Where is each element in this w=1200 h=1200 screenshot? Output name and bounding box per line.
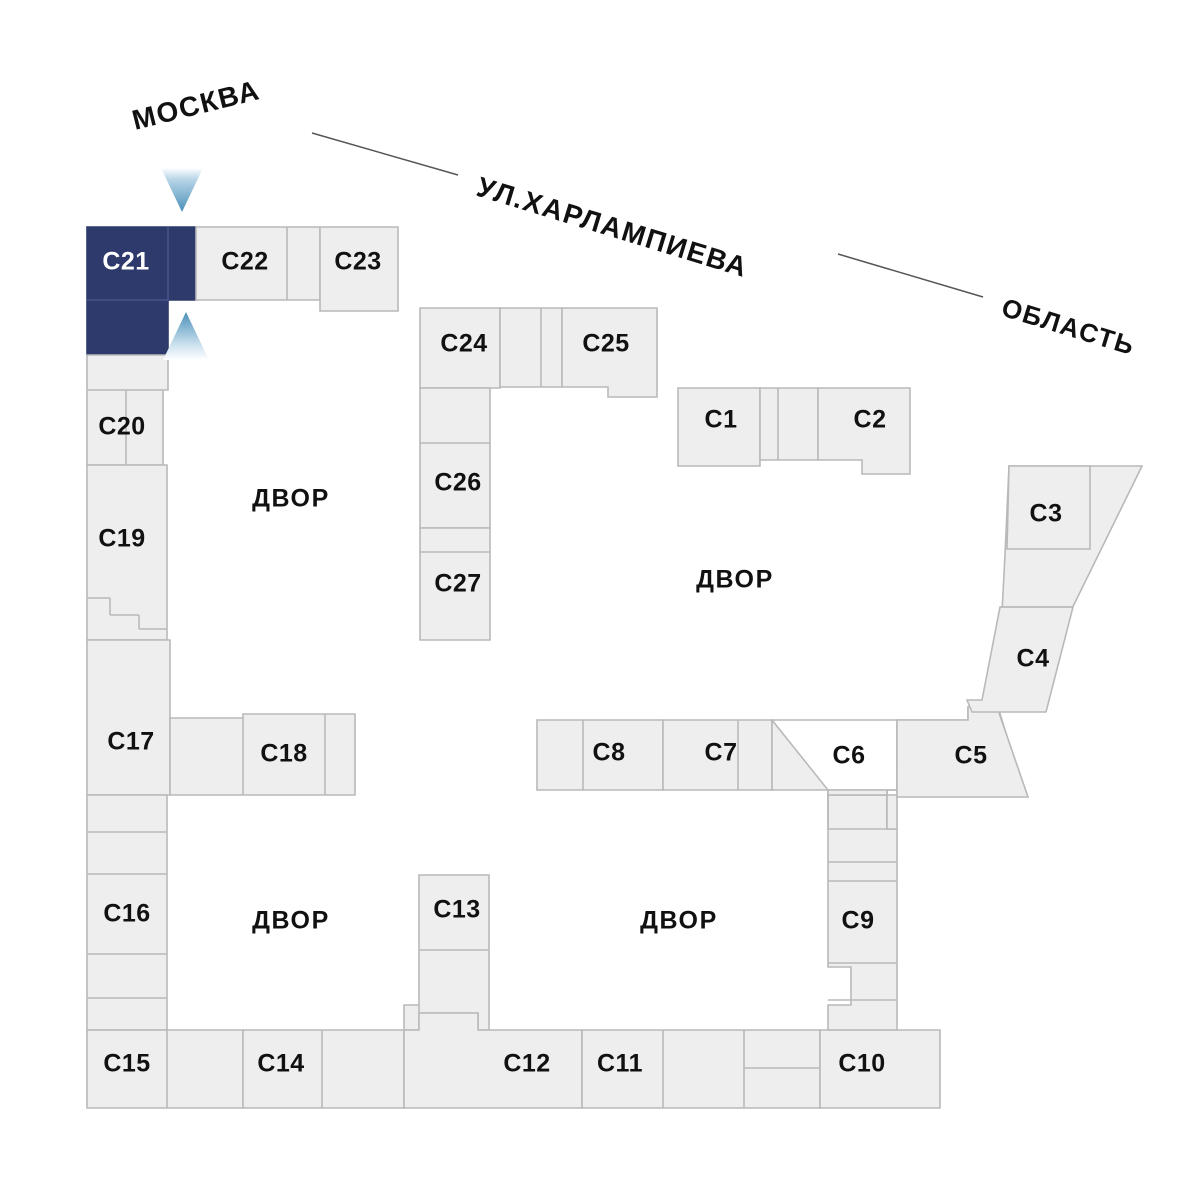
block-label-C19: C19 xyxy=(98,525,145,553)
block-label-C23: C23 xyxy=(334,248,381,276)
block-group-C7[interactable]: C7 xyxy=(662,719,773,791)
block-group-C18[interactable]: C18 xyxy=(169,713,356,796)
block-label-C14: C14 xyxy=(257,1050,304,1078)
block-shape-C26[interactable] xyxy=(419,387,491,529)
street-label-group-oblast: ОБЛАСТЬ xyxy=(998,292,1139,361)
block-group-C2[interactable]: C2 xyxy=(817,387,911,475)
block-label-C22: C22 xyxy=(221,248,268,276)
block-shape-C10[interactable] xyxy=(819,1029,941,1109)
block-group-C3[interactable]: C3 xyxy=(999,465,1144,652)
block-group-C20[interactable]: C20 xyxy=(86,354,169,466)
block-label-C21: C21 xyxy=(102,248,149,276)
block-group-C26[interactable]: C26 xyxy=(419,387,491,529)
block-shape-C25[interactable] xyxy=(561,307,658,398)
block-group-C23[interactable]: C23 xyxy=(319,226,399,312)
block-label-C26: C26 xyxy=(434,469,481,497)
street-label-harlampieva: УЛ.ХАРЛАМПИЕВА xyxy=(473,171,752,283)
block-label-C20: C20 xyxy=(98,413,145,441)
block-label-C8: C8 xyxy=(593,739,626,767)
block-label-C9: C9 xyxy=(842,907,875,935)
block-label-C27: C27 xyxy=(434,570,481,598)
block-group-C13[interactable]: C13 xyxy=(403,874,490,1031)
street-label-moskva: МОСКВА xyxy=(129,74,263,136)
block-group-C25[interactable]: C25 xyxy=(561,307,658,398)
block-group-C1-annex[interactable] xyxy=(759,387,819,461)
block-group-C8[interactable]: C8 xyxy=(536,719,664,791)
block-group-C1[interactable]: C1 xyxy=(677,387,761,467)
block-label-C11: C11 xyxy=(597,1050,643,1078)
block-group-C14[interactable]: C14 xyxy=(242,1029,405,1109)
block-shape-C1[interactable] xyxy=(677,387,761,467)
leader-line-moskva xyxy=(311,132,459,176)
block-group-C12[interactable]: C12 xyxy=(403,1012,583,1109)
block-shape-C27[interactable] xyxy=(419,527,491,641)
leader-line-oblast xyxy=(837,253,984,298)
block-shape-C24-annex[interactable] xyxy=(499,307,563,388)
yard-label-se: ДВОР xyxy=(640,907,718,935)
block-label-C5: C5 xyxy=(955,742,988,770)
block-label-C7: C7 xyxy=(705,739,738,767)
yard-label-ne: ДВОР xyxy=(696,566,774,594)
block-label-C17: C17 xyxy=(107,728,154,756)
block-group-C5[interactable]: C5 xyxy=(827,706,1030,798)
entrance-arrow-down-icon xyxy=(161,168,203,212)
block-label-C10: C10 xyxy=(838,1050,885,1078)
yard-label-sw: ДВОР xyxy=(252,907,330,935)
block-group-C22[interactable]: C22 xyxy=(195,226,321,301)
block-shape-C3-unit[interactable] xyxy=(1006,465,1091,550)
block-label-C25: C25 xyxy=(582,330,629,358)
yard-label-nw: ДВОР xyxy=(252,485,330,513)
block-shape-C17[interactable] xyxy=(86,639,171,796)
block-label-C15: C15 xyxy=(103,1050,150,1078)
block-label-C13: C13 xyxy=(433,896,480,924)
block-shape-C20[interactable] xyxy=(86,354,169,466)
block-label-C3: C3 xyxy=(1030,500,1063,528)
block-label-C16: C16 xyxy=(103,900,150,928)
block-group-C9[interactable]: C9 xyxy=(827,794,898,1031)
street-label-group-moskva: МОСКВА xyxy=(129,74,263,136)
street-label-oblast: ОБЛАСТЬ xyxy=(998,292,1139,361)
block-label-C18: C18 xyxy=(260,740,307,768)
block-group-C27[interactable]: C27 xyxy=(419,527,491,641)
block-label-C6: C6 xyxy=(833,742,866,770)
block-label-C4: C4 xyxy=(1017,645,1050,673)
block-group-C17[interactable]: C17 xyxy=(86,639,171,796)
block-label-C1: C1 xyxy=(705,406,738,434)
street-label-group-harlampieva: УЛ.ХАРЛАМПИЕВА xyxy=(473,171,752,283)
block-group-C19[interactable]: C19 xyxy=(86,464,168,641)
block-shape-C2[interactable] xyxy=(817,387,911,475)
block-label-C2: C2 xyxy=(854,406,887,434)
block-label-C24: C24 xyxy=(440,330,487,358)
block-group-C15[interactable]: C15 xyxy=(86,1029,244,1109)
block-shape-C24[interactable] xyxy=(419,307,501,389)
block-shape-C23[interactable] xyxy=(319,226,399,312)
block-label-C12: C12 xyxy=(503,1050,550,1078)
block-group-C16[interactable]: C16 xyxy=(86,794,168,1031)
block-group-C10[interactable]: C10 xyxy=(819,1029,941,1109)
entrance-arrow-up-icon xyxy=(163,312,209,360)
block-shape-C1-annex[interactable] xyxy=(759,387,819,461)
block-group-C24[interactable]: C24 xyxy=(419,307,501,389)
block-group-C4[interactable]: C4 xyxy=(965,606,1075,713)
block-group-C24-annex[interactable] xyxy=(499,307,563,388)
block-shape-C12[interactable] xyxy=(403,1012,583,1109)
block-group-C11[interactable]: C11 xyxy=(581,1029,821,1109)
